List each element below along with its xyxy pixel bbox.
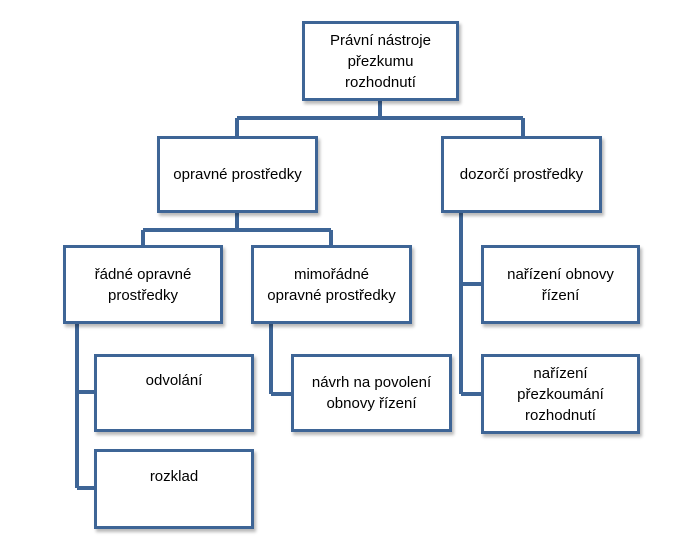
opravne-prostredky-node: opravné prostředky: [157, 136, 318, 213]
dozorci-prostredky-label: dozorčí prostředky: [459, 166, 584, 183]
navrh-na-povoleni-label: návrh na povolení obnovy řízení: [311, 374, 432, 412]
connector-radne-branches: [75, 324, 96, 490]
mimoradne-opravne-prostredky-node: mimořádné opravné prostředky: [251, 245, 412, 324]
radne-opravne-prostredky-label: řádné opravné prostředky: [94, 265, 192, 304]
root-node: Právní nástroje přezkumu rozhodnutí: [302, 21, 459, 101]
connector-dozorci-branches: [459, 212, 484, 396]
connector-opravne-to-children: [141, 212, 333, 246]
narizeni-obnovy-label: nařízení obnovy řízení: [507, 265, 614, 304]
root-node-label: Právní nástroje přezkumu rozhodnutí: [330, 31, 431, 91]
opravne-prostredky-label: opravné prostředky: [173, 166, 302, 183]
odvolani-node: odvolání: [94, 354, 254, 432]
narizeni-prezkoumani-label: nařízení přezkoumání rozhodnutí: [517, 364, 604, 424]
dozorci-prostredky-node: dozorčí prostředky: [441, 136, 602, 213]
rozklad-node: rozklad: [94, 449, 254, 529]
odvolani-label: odvolání: [145, 371, 203, 389]
mimoradne-opravne-prostredky-label: mimořádné opravné prostředky: [267, 265, 396, 304]
radne-opravne-prostredky-node: řádné opravné prostředky: [63, 245, 223, 324]
navrh-na-povoleni-node: návrh na povolení obnovy řízení: [291, 354, 452, 432]
rozklad-label: rozklad: [149, 467, 199, 485]
connector-root-to-level1: [235, 100, 525, 136]
narizeni-prezkoumani-node: nařízení přezkoumání rozhodnutí: [481, 354, 640, 434]
narizeni-obnovy-node: nařízení obnovy řízení: [481, 245, 640, 324]
connector-mimoradne-branch: [269, 324, 294, 396]
